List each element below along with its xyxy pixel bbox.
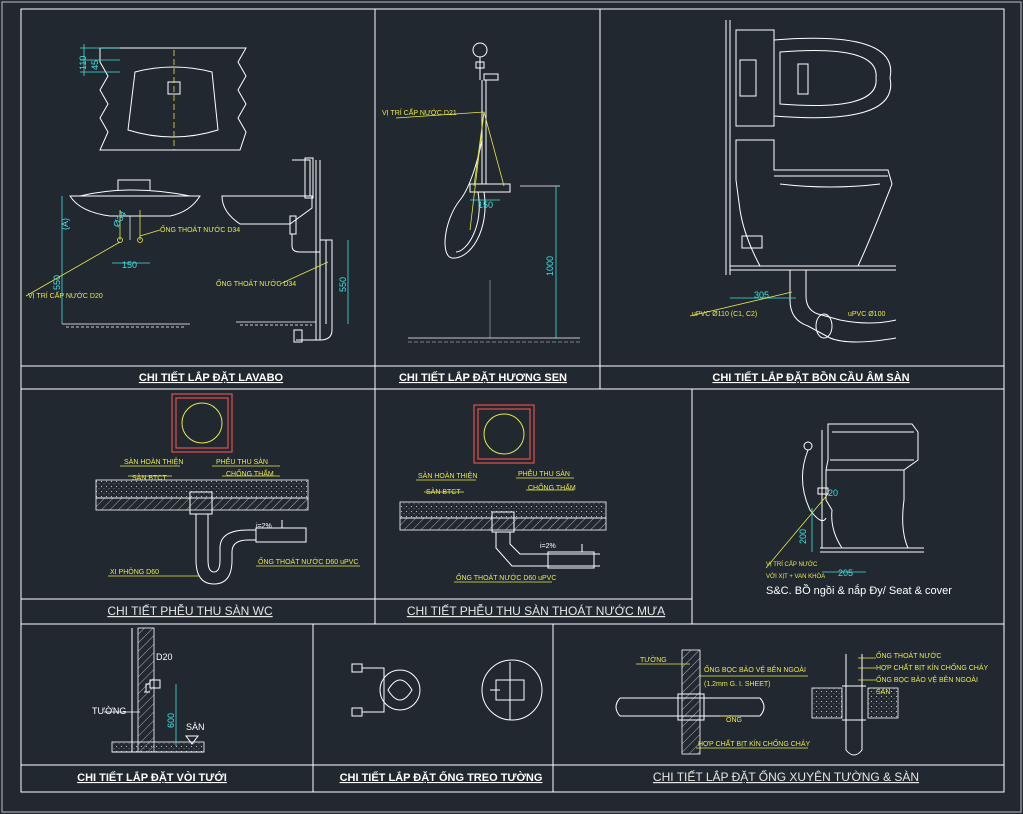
- label-wc-btct: SÀN BTCT: [132, 473, 167, 482]
- shower-panel: VỊ TRÍ CẤP NƯỚC D21 150 1000 CHI TIẾT LẮ…: [382, 42, 580, 384]
- label-rain-slope: i=2%: [540, 543, 556, 550]
- lavabo-front-view: [69, 195, 201, 217]
- floor-drain-wc-panel: SÀN HOÀN THIỆN SÀN BTCT PHỄU THU SÀN CHỐ…: [95, 393, 360, 618]
- dim-110: 110: [78, 56, 88, 70]
- label-through-wall: TƯỜNG: [640, 655, 667, 664]
- label-faucet-wall: TƯỜNG: [92, 706, 126, 716]
- label-wc-finish: SÀN HOÀN THIỆN: [124, 457, 183, 466]
- title-through-wall: CHI TIẾT LẮP ĐẶT ỐNG XUYÊN TƯỜNG & SÀN: [653, 769, 919, 784]
- dim-600: 600: [166, 713, 176, 728]
- label-faucet-d20: D20: [156, 652, 173, 662]
- label-rain-finish: SÀN HOÀN THIỆN: [418, 471, 477, 480]
- dim-45: 45: [90, 60, 100, 70]
- label-supply-lavabo: VỊ TRÍ CẤP NƯỚC D20: [28, 290, 103, 300]
- label-r-fire: HỢP CHẤT BỊT KÍN CHỐNG CHÁY: [876, 662, 989, 672]
- title-floor-drain-rain: CHI TIẾT PHỄU THU SÀN THOÁT NƯỚC MƯA: [407, 603, 665, 618]
- label-faucet-floor: SÀN: [186, 722, 205, 732]
- label-through-sheet: (1.2mm G. I. SHEET): [704, 681, 771, 688]
- title-floor-drain-wc: CHI TIẾT PHỄU THU SÀN WC: [107, 603, 273, 618]
- label-upvc100: uPVC Ø100: [848, 311, 885, 318]
- faucet-panel: D20 TƯỜNG 600 SÀN CHI TIẾT LẮP ĐẶT VÒI T…: [77, 627, 227, 784]
- label-wc-waterproof: CHỐNG THẤM: [226, 468, 274, 478]
- dim-150-lavabo: 150: [122, 260, 137, 270]
- dim-305: 305: [754, 290, 769, 300]
- label-upvc110: uPVC Ø110 (C1, C2): [692, 311, 757, 318]
- dim-200: 200: [798, 529, 808, 544]
- dim-1000: 1000: [545, 256, 555, 276]
- toilet-panel: 305 uPVC Ø110 (C1, C2) uPVC Ø100 CHI TIẾ…: [689, 20, 910, 384]
- drain-grate-icon: [181, 402, 223, 444]
- title-hanger: CHI TIẾT LẮP ĐẶT ỐNG TREO TƯỜNG: [340, 770, 543, 784]
- dim-a: (A): [60, 218, 70, 230]
- hanger-panel: CHI TIẾT LẮP ĐẶT ỐNG TREO TƯỜNG: [340, 659, 543, 784]
- toilet-spray-panel: 200 20 205 VỊ TRÍ CẤP NƯỚC VỚI XỊT + VAN…: [765, 423, 952, 597]
- rain-drain-grate-icon: [483, 413, 525, 455]
- label-spray-valve: VỚI XỊT + VAN KHÓA: [766, 573, 825, 580]
- title-shower: CHI TIẾT LẮP ĐẶT HƯƠNG SEN: [399, 371, 567, 384]
- spray-head-icon: [803, 441, 813, 451]
- spray-note: S&C. BỒ ngồi & nắp Đy/ Seat & cover: [766, 584, 952, 597]
- toilet-spray-side-view: [825, 423, 919, 549]
- label-wc-trap: XI PHÔNG D60: [110, 567, 159, 576]
- label-through-sleeve: ỐNG BỌC BẢO VỆ BÊN NGOÀI: [704, 664, 806, 674]
- pipe-clamp-icon: [362, 667, 385, 713]
- dim-20: 20: [828, 488, 838, 498]
- lavabo-side-view: [221, 195, 313, 225]
- dim-550-right: 550: [338, 277, 348, 292]
- dim-205: 205: [838, 568, 853, 578]
- label-wc-slope: i=2%: [256, 523, 272, 530]
- label-rain-pipe: ỐNG THOÁT NƯỚC D60 uPVC: [456, 572, 556, 582]
- hanger-detail-circle: [481, 659, 543, 721]
- title-faucet: CHI TIẾT LẮP ĐẶT VÒI TƯỚI: [77, 771, 227, 784]
- label-through-fire: HỢP CHẤT BỊT KÍN CHỐNG CHÁY: [698, 738, 811, 748]
- faucet-icon: [145, 683, 150, 692]
- wall-penetration: [681, 649, 701, 755]
- label-drain-right: ỐNG THOÁT NƯỚC D34: [216, 278, 296, 288]
- lavabo-panel: 110 45 150 (A) 550 Ø34 ỐNG THOÁT NƯỚC D3…: [25, 44, 349, 384]
- title-toilet: CHI TIẾT LẮP ĐẶT BỒN CẦU ÂM SÀN: [712, 371, 909, 384]
- label-rain-funnel: PHỄU THU SÀN: [518, 469, 570, 478]
- through-wall-panel: TƯỜNG ỐNG BỌC BẢO VỆ BÊN NGOÀI (1.2mm G.…: [615, 649, 989, 784]
- label-r-pipe: ỐNG THOÁT NƯỚC: [876, 650, 941, 660]
- toilet-plan-view: [735, 29, 775, 127]
- label-r-sleeve: ỐNG BỌC BẢO VỆ BÊN NGOÀI: [876, 674, 978, 684]
- dim-d34: Ø34: [111, 209, 128, 229]
- label-wc-funnel: PHỄU THU SÀN: [216, 457, 268, 466]
- lavabo-top-view: [99, 47, 247, 151]
- label-wc-pipe: ỐNG THOÁT NƯỚC D60 uPVC: [258, 556, 358, 566]
- title-lavabo: CHI TIẾT LẮP ĐẶT LAVABO: [139, 371, 284, 384]
- floor-drain-rain-panel: SÀN HOÀN THIỆN SÀN BTCT PHỄU THU SÀN CHỐ…: [399, 404, 665, 618]
- shower-mixer: [469, 183, 511, 193]
- label-supply-shower: VỊ TRÍ CẤP NƯỚC D21: [382, 107, 457, 117]
- shower-head-icon: [472, 42, 488, 58]
- label-rain-btct: SÀN BTCT: [426, 487, 461, 496]
- vertical-pipe: [845, 654, 863, 756]
- label-rain-waterproof: CHỐNG THẤM: [528, 482, 576, 492]
- dim-550-left: 550: [52, 275, 62, 290]
- label-r-floor: SÀN: [876, 687, 890, 696]
- label-spray-supply: VỊ TRÍ CẤP NƯỚC: [766, 561, 818, 568]
- dim-150-shower: 150: [478, 200, 493, 210]
- label-through-pipe: ỐNG: [726, 714, 742, 724]
- label-drain-left: ỐNG THOÁT NƯỚC D34: [160, 224, 240, 234]
- toilet-side-view: [735, 139, 893, 267]
